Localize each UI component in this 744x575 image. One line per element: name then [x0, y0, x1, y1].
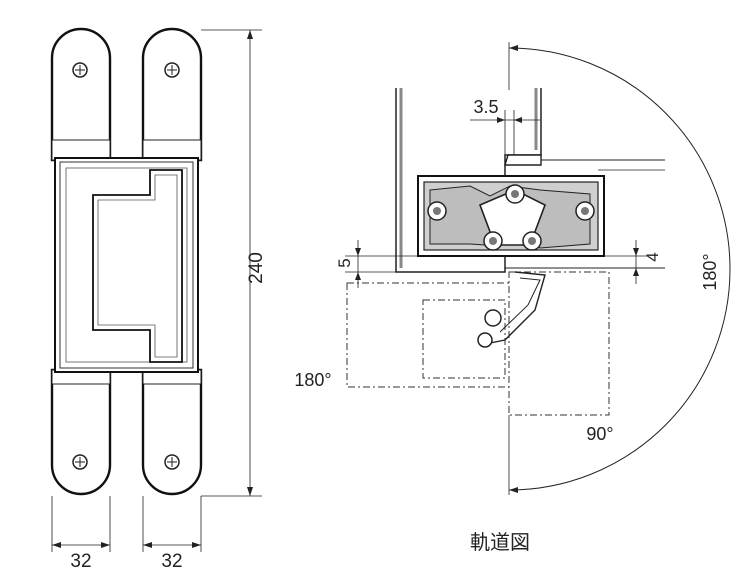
pivot-icon — [522, 231, 542, 251]
pivot-icon — [505, 184, 525, 204]
width-left-dimension: 32 — [70, 551, 91, 572]
offset-left-dimension: 5 — [335, 258, 354, 267]
screw-icon — [164, 454, 180, 470]
height-dimension: 240 — [246, 252, 267, 284]
offset-right-dimension: 4 — [643, 252, 662, 261]
pivot-icon — [427, 201, 447, 221]
angle-bottom-label: 90° — [586, 424, 613, 444]
screw-icon — [164, 62, 180, 78]
pivot-icon — [483, 231, 503, 251]
gap-dimension: 3.5 — [473, 97, 498, 117]
screw-icon — [72, 62, 88, 78]
width-right-dimension: 32 — [161, 551, 182, 572]
screw-icon — [72, 454, 88, 470]
angle-right-label: 180° — [700, 253, 720, 290]
trajectory-diagram: 180° 3.5 — [294, 42, 731, 554]
diagram-caption: 軌道図 — [470, 531, 530, 554]
pivot-icon — [575, 201, 595, 221]
angle-left-label: 180° — [294, 370, 331, 390]
hinge-front-view: 240 32 32 — [50, 27, 267, 572]
